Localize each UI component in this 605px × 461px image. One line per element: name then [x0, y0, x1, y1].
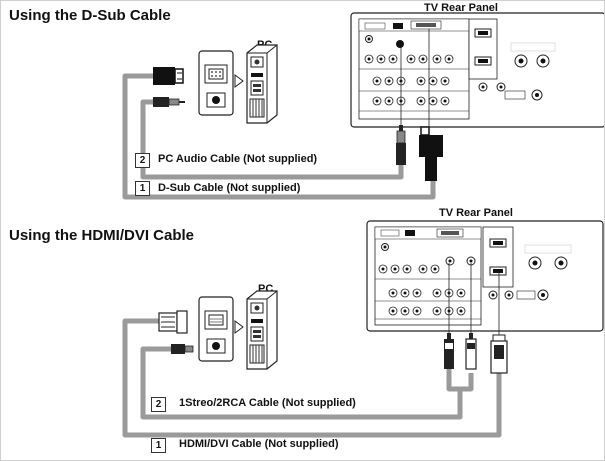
- pc-port-panel-dsub: [198, 50, 234, 116]
- hdmi-dvi-cable-route: [122, 318, 502, 438]
- pc-tower-hdmi: [246, 290, 278, 370]
- cable-label-pc-audio: PC Audio Cable (Not supplied): [158, 153, 318, 165]
- dsub-plug-pc-side: [153, 67, 184, 85]
- cable-number-badge: 1: [151, 438, 166, 453]
- tv-rear-panel-title-dsub: TV Rear Panel: [424, 2, 498, 14]
- tv-rear-panel-title-hdmi: TV Rear Panel: [439, 207, 513, 219]
- cable-number-badge: 2: [151, 397, 166, 412]
- section-title-dsub: Using the D-Sub Cable: [9, 7, 171, 24]
- cable-number-badge: 1: [135, 181, 150, 196]
- dsub-plug-tv-side: [419, 126, 443, 181]
- stereo-plug-pc-side: [171, 344, 194, 354]
- rca-plug-right-tv-side: [465, 333, 477, 370]
- cable-number-badge: 2: [135, 153, 150, 168]
- rca-plug-left-tv-side: [444, 333, 454, 369]
- tv-rear-panel-dsub: [350, 12, 604, 128]
- dsub-cable-route: [122, 73, 436, 200]
- audio-plug-tv-side: [396, 125, 406, 165]
- audio-plug-pc-side: [153, 97, 185, 107]
- tv-rear-panel-hdmi: [366, 220, 604, 332]
- section-title-hdmi-dvi: Using the HDMI/DVI Cable: [9, 227, 195, 244]
- pc-port-panel-hdmi: [198, 296, 234, 362]
- stereo-rca-cable-route: [140, 346, 474, 420]
- pc-audio-cable-route: [140, 99, 404, 180]
- cable-label-dsub: D-Sub Cable (Not supplied): [158, 182, 301, 194]
- dvi-plug-pc-side: [158, 310, 188, 334]
- pc-tower-dsub: [246, 44, 278, 124]
- zoom-arrow-hdmi: [234, 320, 244, 334]
- hdmi-plug-tv-side: [490, 334, 508, 374]
- cable-label-stereo-rca: 1Streo/2RCA Cable (Not supplied): [179, 397, 356, 409]
- cable-label-hdmi-dvi: HDMI/DVI Cable (Not supplied): [179, 438, 339, 450]
- zoom-arrow-dsub: [234, 74, 244, 88]
